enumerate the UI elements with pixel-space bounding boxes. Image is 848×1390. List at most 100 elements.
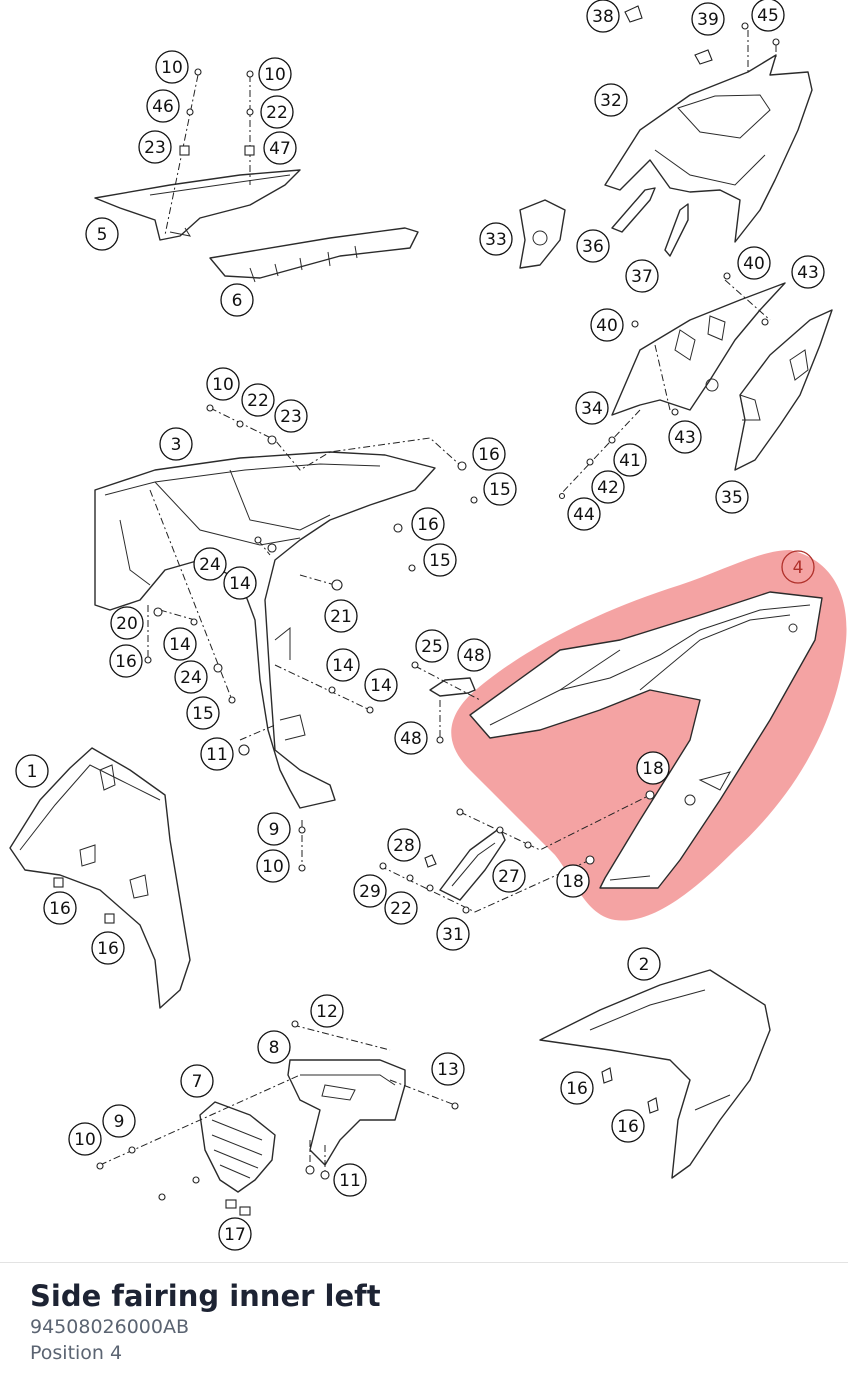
part-4-side-fairing-inner-left[interactable] [469, 591, 823, 889]
callout-48[interactable]: 48 [394, 721, 428, 755]
callout-16[interactable]: 16 [472, 437, 506, 471]
callout-number: 40 [743, 254, 765, 274]
callout-4[interactable]: 4 [781, 550, 815, 584]
callout-31[interactable]: 31 [436, 917, 470, 951]
callout-28[interactable]: 28 [387, 828, 421, 862]
callout-16[interactable]: 16 [109, 644, 143, 678]
callout-13[interactable]: 13 [431, 1052, 465, 1086]
callout-number: 10 [161, 58, 183, 78]
part-25-bracket[interactable] [429, 677, 476, 697]
callout-34[interactable]: 34 [575, 391, 609, 425]
callout-17[interactable]: 17 [218, 1217, 252, 1251]
callout-10[interactable]: 10 [206, 367, 240, 401]
callout-circle [636, 751, 670, 785]
part-35-side-cover[interactable] [734, 309, 833, 471]
callout-9[interactable]: 9 [102, 1104, 136, 1138]
callout-number: 16 [115, 652, 137, 672]
callout-16[interactable]: 16 [560, 1071, 594, 1105]
callout-12[interactable]: 12 [310, 994, 344, 1028]
callout-33[interactable]: 33 [479, 222, 513, 256]
callout-37[interactable]: 37 [625, 259, 659, 293]
exploded-parts-diagram: 3839451010462223473253336404337640102223… [9, 0, 847, 1251]
callout-47[interactable]: 47 [263, 131, 297, 165]
callout-10[interactable]: 10 [256, 849, 290, 883]
callout-circle [483, 472, 517, 506]
callout-14[interactable]: 14 [326, 648, 360, 682]
callout-21[interactable]: 21 [324, 599, 358, 633]
callout-24[interactable]: 24 [193, 547, 227, 581]
callout-32[interactable]: 32 [594, 83, 628, 117]
callout-36[interactable]: 36 [576, 229, 610, 263]
callout-29[interactable]: 29 [353, 874, 387, 908]
callout-circle [159, 427, 193, 461]
callout-48[interactable]: 48 [457, 638, 491, 672]
callout-45[interactable]: 45 [751, 0, 785, 32]
callout-number: 9 [269, 820, 280, 840]
callout-22[interactable]: 22 [260, 95, 294, 129]
callout-7[interactable]: 7 [180, 1064, 214, 1098]
part-7-grille[interactable] [199, 1101, 276, 1193]
part-5-cover[interactable] [94, 169, 301, 241]
callout-16[interactable]: 16 [43, 891, 77, 925]
part-37-reflector[interactable] [664, 203, 689, 257]
callout-44[interactable]: 44 [567, 497, 601, 531]
callout-11[interactable]: 11 [200, 737, 234, 771]
callout-40[interactable]: 40 [737, 246, 771, 280]
callout-24[interactable]: 24 [174, 660, 208, 694]
callout-10[interactable]: 10 [68, 1122, 102, 1156]
callout-circle [567, 497, 601, 531]
callout-15[interactable]: 15 [186, 696, 220, 730]
callout-10[interactable]: 10 [258, 57, 292, 91]
callout-16[interactable]: 16 [411, 507, 445, 541]
part-34-side-cover[interactable] [611, 282, 786, 416]
callout-11[interactable]: 11 [333, 1163, 367, 1197]
callout-46[interactable]: 46 [146, 89, 180, 123]
part-33-bracket[interactable] [519, 199, 566, 269]
callout-number: 22 [247, 391, 269, 411]
part-6-bracket[interactable] [209, 227, 419, 283]
callout-circle [258, 57, 292, 91]
callout-3[interactable]: 3 [159, 427, 193, 461]
callout-43[interactable]: 43 [791, 255, 825, 289]
callout-41[interactable]: 41 [613, 443, 647, 477]
callout-14[interactable]: 14 [364, 668, 398, 702]
callout-15[interactable]: 15 [423, 543, 457, 577]
part-8-frame[interactable] [287, 1059, 406, 1166]
callout-35[interactable]: 35 [715, 480, 749, 514]
callout-18[interactable]: 18 [556, 864, 590, 898]
callout-27[interactable]: 27 [492, 859, 526, 893]
callout-38[interactable]: 38 [586, 0, 620, 33]
callout-circle [594, 83, 628, 117]
part-1-side-panel[interactable] [9, 747, 191, 1009]
callout-5[interactable]: 5 [85, 217, 119, 251]
callout-39[interactable]: 39 [691, 2, 725, 36]
part-36-strip[interactable] [611, 187, 656, 233]
callout-number: 9 [114, 1112, 125, 1132]
callout-23[interactable]: 23 [274, 399, 308, 433]
callout-14[interactable]: 14 [223, 566, 257, 600]
callout-2[interactable]: 2 [627, 947, 661, 981]
callout-6[interactable]: 6 [220, 283, 254, 317]
callout-18[interactable]: 18 [636, 751, 670, 785]
callout-16[interactable]: 16 [611, 1109, 645, 1143]
part-2-side-panel[interactable] [539, 969, 771, 1179]
part-27-bracket[interactable] [439, 827, 506, 901]
part-3-front-fairing[interactable] [94, 451, 436, 809]
callout-40[interactable]: 40 [590, 308, 624, 342]
callout-1[interactable]: 1 [15, 754, 49, 788]
callout-25[interactable]: 25 [415, 629, 449, 663]
callout-number: 17 [224, 1225, 246, 1245]
callout-15[interactable]: 15 [483, 472, 517, 506]
callout-8[interactable]: 8 [257, 1030, 291, 1064]
callout-42[interactable]: 42 [591, 470, 625, 504]
callout-16[interactable]: 16 [91, 931, 125, 965]
callout-22[interactable]: 22 [384, 891, 418, 925]
callout-10[interactable]: 10 [155, 50, 189, 84]
callout-14[interactable]: 14 [163, 627, 197, 661]
callout-20[interactable]: 20 [110, 606, 144, 640]
callout-9[interactable]: 9 [257, 812, 291, 846]
callout-23[interactable]: 23 [138, 130, 172, 164]
callout-43[interactable]: 43 [668, 420, 702, 454]
callout-number: 6 [232, 291, 243, 311]
callout-22[interactable]: 22 [241, 383, 275, 417]
